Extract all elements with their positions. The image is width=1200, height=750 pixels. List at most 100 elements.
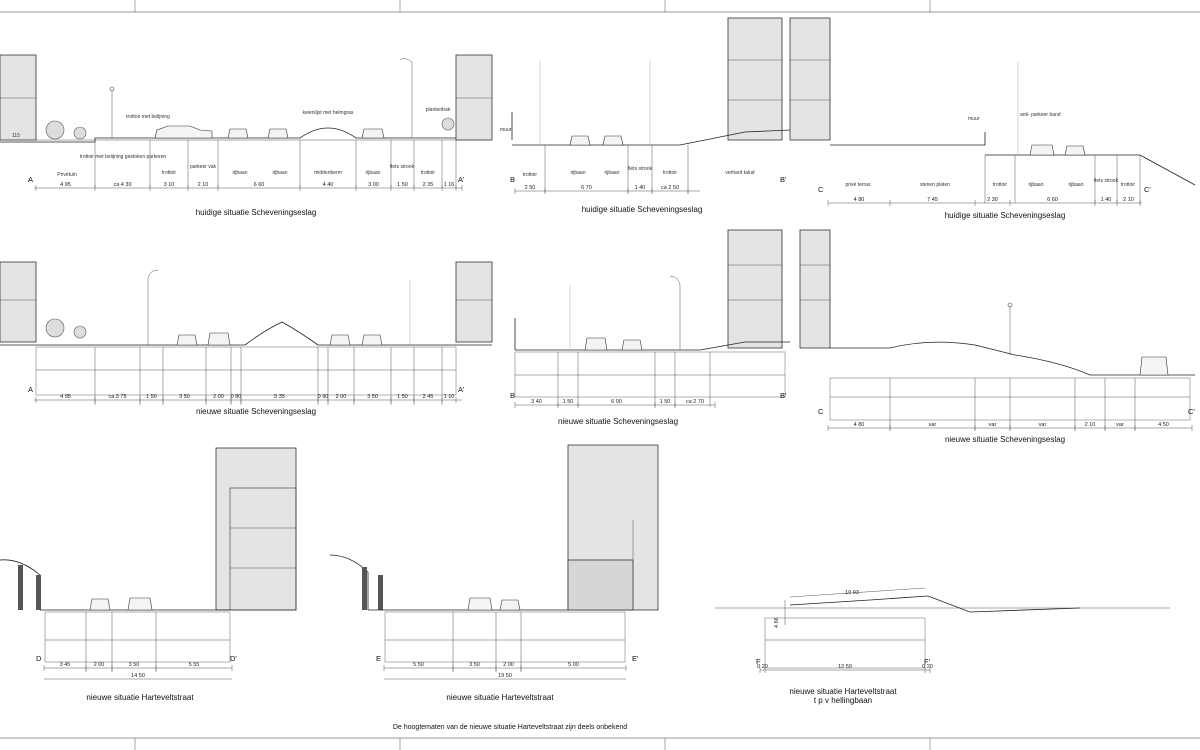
dimension-value: 2 35 bbox=[423, 182, 434, 188]
slope-dimension: 10 93 bbox=[845, 590, 859, 596]
section-title: huidige situatie Scheveningseslag bbox=[582, 205, 703, 214]
dimension-value: 12 59 bbox=[838, 664, 852, 670]
dimension-value: ca 2 50 bbox=[661, 185, 679, 191]
car bbox=[584, 337, 608, 351]
dimension-value: 1 50 bbox=[563, 399, 574, 405]
dimension-value: 3 50 bbox=[179, 394, 190, 400]
dimension-value: 2 45 bbox=[423, 394, 434, 400]
section-title: nieuwe situatie Scheveningseslag bbox=[558, 417, 678, 426]
annotation: trottoir met belijning bbox=[126, 114, 170, 120]
zone-label: fiets strook bbox=[1094, 178, 1119, 184]
car bbox=[1029, 144, 1055, 156]
dimension-value: 2 50 bbox=[525, 185, 536, 191]
dimension-value: ca 2 70 bbox=[686, 399, 704, 405]
dimension-value: 1 50 bbox=[397, 394, 408, 400]
dimension-value: 6 60 bbox=[1047, 197, 1058, 203]
section-title: nieuwe situatie Harteveltstraat bbox=[86, 693, 194, 702]
dimension-value: 2 30 bbox=[987, 197, 998, 203]
zone-label: Privétuin bbox=[57, 172, 77, 178]
lamp-post bbox=[147, 269, 159, 345]
car bbox=[361, 334, 383, 346]
section-end-left: C bbox=[818, 407, 824, 416]
car bbox=[154, 125, 213, 139]
dimension-value: 2 10 bbox=[1123, 197, 1134, 203]
car bbox=[467, 597, 493, 611]
dimension-value: 2 10 bbox=[1085, 422, 1096, 428]
dimension-value: 3 00 bbox=[368, 182, 379, 188]
annotation: muur bbox=[968, 116, 980, 122]
dimension-value: 4 40 bbox=[323, 182, 334, 188]
car bbox=[1139, 356, 1169, 376]
zone-label: trottoir bbox=[523, 172, 538, 178]
dimension-value: 1 50 bbox=[146, 394, 157, 400]
shrub bbox=[73, 325, 87, 339]
car bbox=[89, 598, 111, 611]
zone-label: rijbaan bbox=[232, 170, 247, 176]
dimension-value: 3 40 bbox=[531, 399, 542, 405]
annotation: plantenbak bbox=[426, 107, 451, 113]
dimension-value: ca 3 75 bbox=[108, 394, 126, 400]
wall bbox=[378, 575, 383, 610]
level-mark: 115 bbox=[12, 133, 20, 139]
ground-profile bbox=[0, 321, 492, 346]
section-end-left: B bbox=[510, 175, 515, 184]
section-title: nieuwe situatie Scheveningseslag bbox=[945, 435, 1065, 444]
building-right bbox=[727, 229, 783, 349]
slope bbox=[0, 559, 41, 610]
wall bbox=[362, 567, 367, 610]
zone-label: fiets strook bbox=[390, 164, 415, 170]
ground-profile bbox=[830, 341, 1195, 376]
dimension-value: 2 00 bbox=[336, 394, 347, 400]
section-aa-current: 115 trottoir met belijning keienlijst me… bbox=[0, 54, 493, 217]
dimension-value: 2 00 bbox=[94, 662, 105, 668]
section-end-right: C' bbox=[1144, 185, 1151, 194]
zone-label: privé terras bbox=[845, 182, 871, 188]
dimension-value: 1 10 bbox=[444, 394, 455, 400]
dimension-value: var bbox=[1039, 422, 1047, 428]
zone-label: trottoir bbox=[993, 182, 1008, 188]
section-end-left: B bbox=[510, 391, 515, 400]
section-end-left: A bbox=[28, 385, 33, 394]
section-end-right: A' bbox=[458, 385, 465, 394]
zone-label: trottoir bbox=[1121, 182, 1136, 188]
dimension-value: 6 70 bbox=[581, 185, 592, 191]
building-left bbox=[789, 17, 831, 141]
ramp-slope bbox=[789, 587, 926, 598]
dimension-value: 4 95 bbox=[60, 182, 71, 188]
building-right bbox=[455, 54, 493, 141]
dimension-value: 0 90 bbox=[318, 394, 329, 400]
section-title: nieuwe situatie Scheveningseslag bbox=[196, 407, 316, 416]
dimension-value: 1 50 bbox=[397, 182, 408, 188]
annotation: anti- parkeer band bbox=[1020, 112, 1061, 118]
building-left bbox=[0, 54, 37, 141]
ground-profile bbox=[511, 112, 791, 146]
dimension-value: 2 00 bbox=[503, 662, 514, 668]
dimension-value: var bbox=[929, 422, 937, 428]
shrub bbox=[45, 318, 65, 338]
wall bbox=[18, 565, 23, 610]
car bbox=[1064, 145, 1086, 156]
section-end-right: B' bbox=[780, 391, 787, 400]
section-end-left: D bbox=[36, 654, 42, 663]
section-end-left: A bbox=[28, 175, 33, 184]
dimension-value: 4 80 bbox=[854, 197, 865, 203]
dimension-value: 1 40 bbox=[1101, 197, 1112, 203]
dimension-value: 2 10 bbox=[198, 182, 209, 188]
total-dimension: 14 50 bbox=[131, 673, 145, 679]
dimension-value: 5 55 bbox=[189, 662, 200, 668]
section-end-right: C' bbox=[1188, 407, 1195, 416]
dimension-value: 4 80 bbox=[854, 422, 865, 428]
building-right bbox=[215, 447, 297, 611]
dimension-value: 5 00 bbox=[568, 662, 579, 668]
section-end-right: A' bbox=[458, 175, 465, 184]
zone-label: rijbaan bbox=[570, 170, 585, 176]
car bbox=[602, 135, 624, 146]
shrub bbox=[73, 126, 87, 140]
wall bbox=[36, 575, 41, 610]
section-cc-current: muur anti- parkeer band privé terras ste… bbox=[789, 17, 1196, 220]
zone-label: trottoir bbox=[162, 170, 177, 176]
